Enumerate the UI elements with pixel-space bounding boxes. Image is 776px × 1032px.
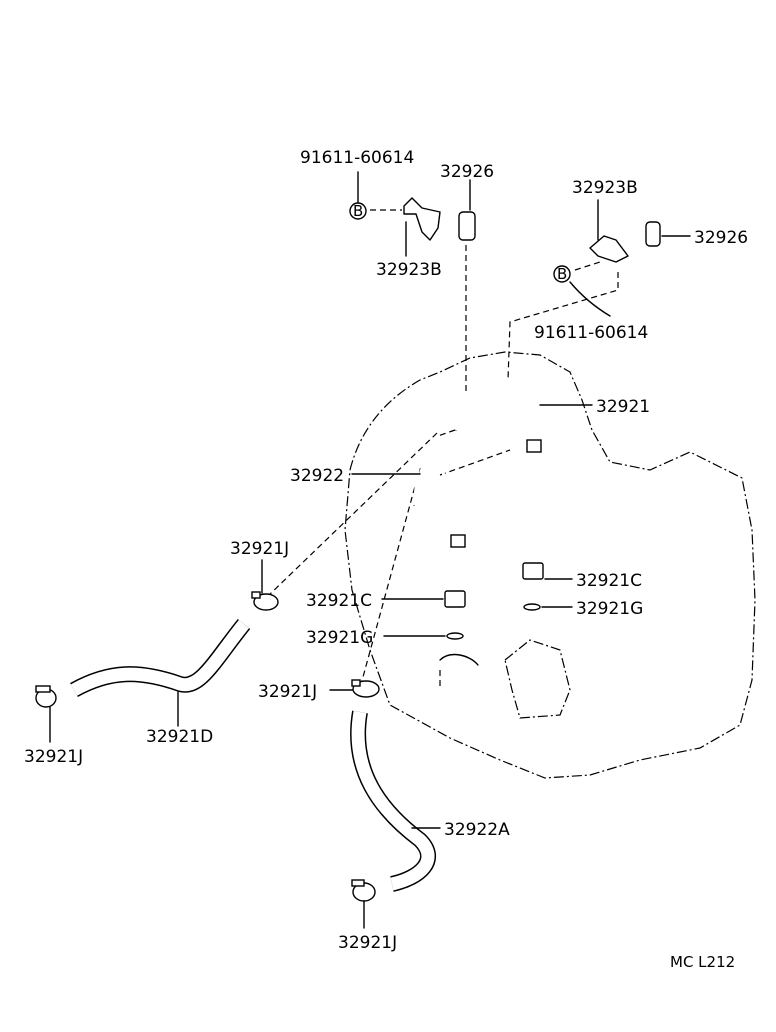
guide-pipe-cross bbox=[439, 449, 511, 476]
label-pipe-lower: 32922 bbox=[290, 466, 344, 486]
label-clamp-top-right: 32923B bbox=[572, 178, 638, 198]
clamp-32921j-mid-icon bbox=[251, 591, 279, 611]
union-32921c-right-icon bbox=[522, 562, 544, 580]
guide-upper-cross bbox=[437, 429, 456, 437]
label-clamp-mid: 32921J bbox=[230, 539, 289, 559]
label-pipe-upper: 32921 bbox=[596, 397, 650, 417]
grommet-32926-top-icon bbox=[458, 211, 476, 241]
label-gasket-left: 32921G bbox=[306, 628, 373, 648]
label-gasket-right: 32921G bbox=[576, 599, 643, 619]
clamp-32921j-far-left-icon bbox=[35, 685, 57, 708]
guide-bolt-right bbox=[574, 261, 601, 271]
hose-32922a-inner bbox=[351, 710, 435, 891]
guide-pipe-to-clamp bbox=[267, 432, 438, 597]
pipe-32922-nut-icon bbox=[450, 534, 466, 548]
grommet-32926-right-icon bbox=[645, 221, 661, 247]
pipe-32921-inner bbox=[454, 375, 536, 440]
label-grommet-top: 32926 bbox=[440, 162, 494, 182]
union-32921c-left-icon bbox=[444, 590, 466, 608]
label-hose-lower: 32922A bbox=[444, 820, 510, 840]
bolt-b-symbol-right bbox=[553, 265, 571, 283]
clamp-32921j-bottom-icon bbox=[351, 879, 376, 902]
guide-clamp-right bbox=[507, 272, 619, 381]
hose-32921d-inner bbox=[70, 619, 250, 696]
leader-bolt-right bbox=[569, 281, 611, 317]
bolt-b-symbol-left bbox=[349, 202, 367, 220]
label-union-left: 32921C bbox=[306, 591, 372, 611]
case-inner-mark bbox=[439, 653, 479, 666]
diagram-code: MC L212 bbox=[670, 953, 735, 971]
clamp-32923b-left-icon bbox=[403, 197, 441, 241]
label-grommet-right: 32926 bbox=[694, 228, 748, 248]
pipe-32921-icon bbox=[455, 376, 535, 441]
label-hose-left: 32921D bbox=[146, 727, 213, 747]
label-union-right: 32921C bbox=[576, 571, 642, 591]
transmission-case-outline bbox=[344, 351, 756, 779]
pipe-32922-inner bbox=[412, 452, 460, 535]
bolt-b-letter-left: B bbox=[353, 202, 363, 220]
hose-32922a-icon bbox=[350, 710, 437, 892]
label-clamp-bottom: 32921J bbox=[338, 933, 397, 953]
bolt-b-letter-right: B bbox=[557, 265, 567, 283]
guide-pipe-lower bbox=[359, 467, 421, 689]
case-inner-bracket bbox=[504, 639, 571, 719]
label-bolt-top-left: 91611-60614 bbox=[300, 148, 414, 168]
gasket-32921g-left-icon bbox=[446, 632, 464, 640]
clamp-32923b-right-icon bbox=[589, 235, 629, 263]
label-clamp-far-left: 32921J bbox=[24, 747, 83, 767]
clamp-32921j-hose-upper-icon bbox=[351, 679, 380, 698]
label-clamp-hose-upper: 32921J bbox=[258, 682, 317, 702]
gasket-32921g-right-icon bbox=[523, 603, 541, 611]
pipe-32922-icon bbox=[413, 452, 459, 536]
label-bolt-right: 91611-60614 bbox=[534, 323, 648, 343]
label-clamp-top-left: 32923B bbox=[376, 260, 442, 280]
pipe-32921-nut-icon bbox=[526, 439, 542, 453]
